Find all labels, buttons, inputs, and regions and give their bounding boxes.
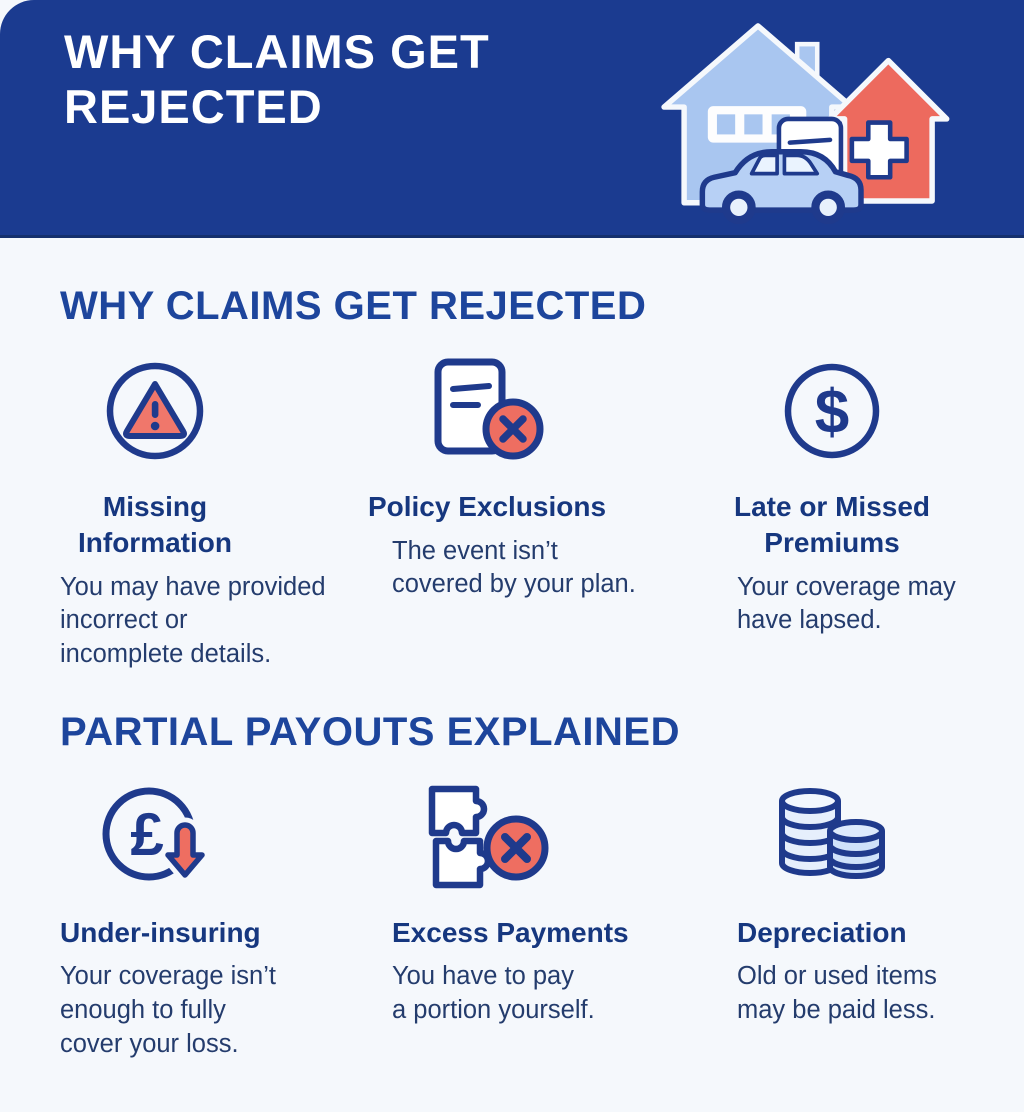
svg-text:$: $ [815,378,849,447]
card-body: Your coverage isn’t enough to fully cove… [60,962,276,1058]
card-body: The event isn’t covered by your plan. [392,536,636,599]
puzzle-rejected-icon [392,781,582,893]
dollar-coin-icon: $ [737,355,927,467]
card-body: Old or used items may be paid less. [737,962,937,1025]
coin-stacks-icon [737,781,927,893]
pound-decrease-icon: £ [60,781,250,893]
section-heading: PARTIAL PAYOUTS EXPLAINED [60,709,680,754]
card-policy-exclusions: Policy Exclusions The event isn’t covere… [367,329,737,602]
section-why-claims-rejected: WHY CLAIMS GET REJECTED Missing Informat… [60,284,964,672]
card-title: Missing Information [78,491,232,558]
card-title: Late or Missed Premiums [733,491,931,558]
rejected-document-icon [392,355,582,467]
card-body: You may have provided incorrect or incom… [60,572,326,668]
section-heading: WHY CLAIMS GET REJECTED [60,284,647,328]
card-body: Your coverage may have lapsed. [737,572,956,635]
card-row: Missing Information You may have provide… [60,329,964,672]
card-missing-information: Missing Information You may have provide… [60,329,392,672]
card-title: Under-insuring [60,916,261,948]
svg-text:£: £ [130,801,163,868]
card-depreciation: Depreciation Old or used items may be pa… [737,755,964,1028]
card-excess-payments: Excess Payments You have to pay a portio… [392,755,737,1028]
header-banner: WHY CLAIMS GET REJECTED [0,0,1024,238]
card-title: Policy Exclusions [367,491,607,522]
card-late-premiums: $ Late or Missed Premiums Your coverage … [733,329,964,638]
card-row: £ Under-insuring Your coverage isn’t eno… [60,755,964,1062]
page-title: WHY CLAIMS GET REJECTED [64,25,490,134]
house-car-document-medical-cross-illustration-icon [661,23,950,224]
card-under-insuring: £ Under-insuring Your coverage isn’t eno… [60,755,392,1062]
content: WHY CLAIMS GET REJECTED Missing Informat… [0,284,1024,1091]
section-partial-payouts: PARTIAL PAYOUTS EXPLAINED £ Unde [60,710,964,1062]
card-title: Excess Payments [392,916,629,948]
card-body: You have to pay a portion yourself. [392,962,595,1025]
warning-triangle-icon [60,355,250,467]
card-title: Depreciation [737,916,907,948]
